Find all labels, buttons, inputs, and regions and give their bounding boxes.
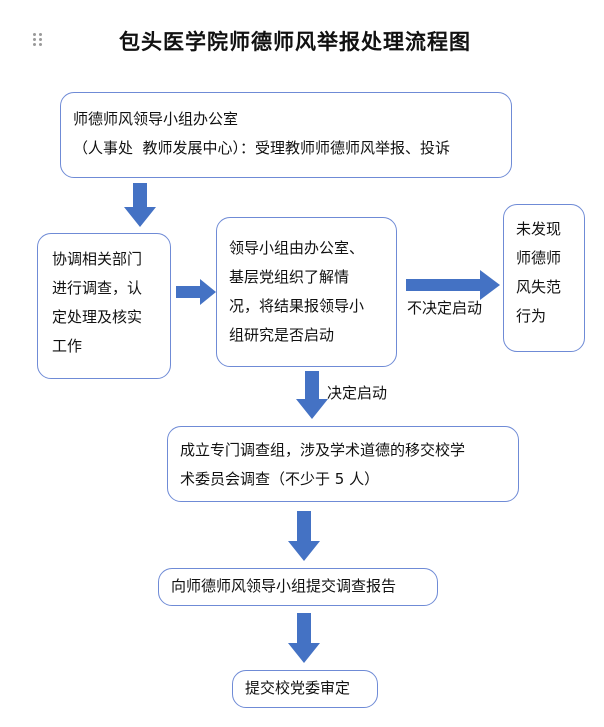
- node-investigation: 成立专门调查组，涉及学术道德的移交校学 术委员会调查（不少于 5 人）: [167, 426, 519, 502]
- node-investigation-line2: 术委员会调查（不少于 5 人）: [180, 470, 380, 488]
- node-leader-group-line1: 领导小组由办公室、: [229, 239, 365, 257]
- node-coordinate-line1: 协调相关部门: [52, 250, 143, 268]
- node-no-violation-line4: 行为: [516, 307, 547, 325]
- node-no-violation-line3: 风失范: [516, 278, 562, 296]
- node-report-line1: 向师德师风领导小组提交调查报告: [171, 577, 397, 595]
- node-leader-group-line2: 基层党组织了解情: [229, 268, 350, 286]
- node-no-violation-line1: 未发现: [516, 220, 562, 238]
- arrow-coordinate-to-leader: [176, 279, 216, 305]
- node-review-line1: 提交校党委审定: [245, 679, 351, 697]
- arrow-report-to-review: [288, 613, 320, 663]
- node-coordinate-line3: 定处理及核实: [52, 308, 143, 326]
- edge-label-start: 决定启动: [327, 384, 388, 402]
- node-coordinate: 协调相关部门 进行调查，认 定处理及核实 工作: [37, 233, 171, 379]
- node-no-violation-line2: 师德师: [516, 249, 562, 267]
- node-leader-group-line3: 况，将结果报领导小: [229, 297, 365, 315]
- node-office: 师德师风领导小组办公室 （人事处 教师发展中心）：受理教师师德师风举报、投诉: [60, 92, 512, 178]
- arrow-leader-to-investigation: [296, 371, 328, 419]
- node-coordinate-line2: 进行调查，认: [52, 279, 143, 297]
- node-no-violation: 未发现 师德师 风失范 行为: [503, 204, 585, 352]
- node-leader-group-line4: 组研究是否启动: [229, 326, 335, 344]
- edge-label-no-start: 不决定启动: [407, 299, 483, 317]
- node-report: 向师德师风领导小组提交调查报告: [158, 568, 438, 606]
- node-office-line1: 师德师风领导小组办公室: [73, 110, 239, 128]
- node-leader-group: 领导小组由办公室、 基层党组织了解情 况，将结果报领导小 组研究是否启动: [216, 217, 397, 367]
- arrow-investigation-to-report: [288, 511, 320, 561]
- drag-handle-icon[interactable]: [33, 33, 43, 47]
- arrow-office-to-coordinate: [124, 183, 156, 227]
- page-title: 包头医学院师德师风举报处理流程图: [119, 30, 471, 54]
- node-investigation-line1: 成立专门调查组，涉及学术道德的移交校学: [180, 441, 466, 459]
- arrow-leader-to-no-violation: [406, 270, 500, 300]
- node-coordinate-line4: 工作: [52, 337, 83, 355]
- node-office-line2: （人事处 教师发展中心）：受理教师师德师风举报、投诉: [73, 139, 451, 157]
- node-review: 提交校党委审定: [232, 670, 378, 708]
